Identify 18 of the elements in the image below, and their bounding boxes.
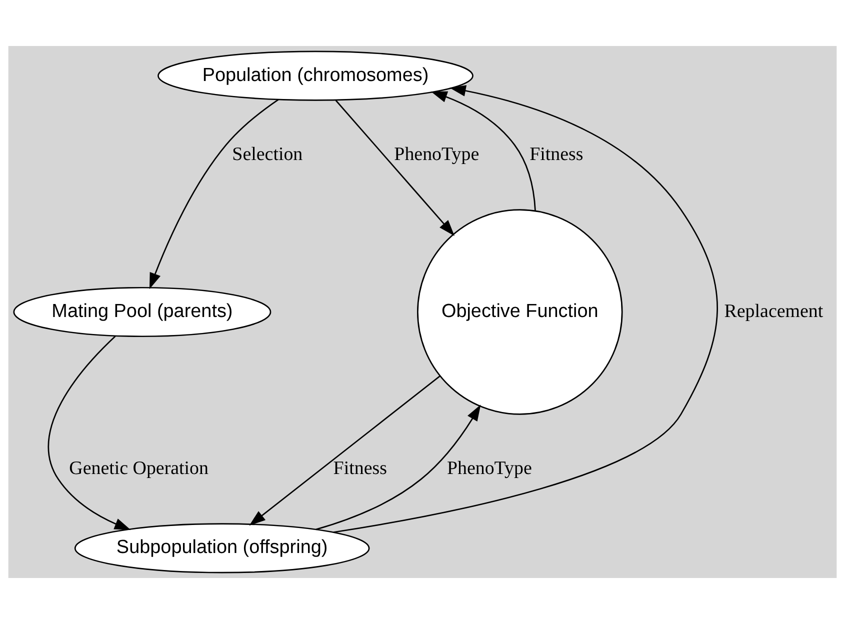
edge-label: Fitness xyxy=(530,143,584,164)
node-ellipse: Population (chromosomes) xyxy=(158,50,474,100)
node-circle: Objective Function xyxy=(417,208,623,414)
edge-label: Fitness xyxy=(333,458,387,479)
edge-label: Replacement xyxy=(724,300,824,322)
arrow xyxy=(430,90,536,210)
node-ellipse: Subpopulation (offspring) xyxy=(74,522,370,573)
edge-label: Genetic Operation xyxy=(69,458,208,479)
arrow xyxy=(335,99,455,236)
arrow xyxy=(316,404,481,530)
edge-label: Selection xyxy=(232,143,303,164)
edge-label: PhenoType xyxy=(394,143,480,164)
arrow xyxy=(48,335,131,530)
node-ellipse: Mating Pool (parents) xyxy=(13,286,272,337)
arrow xyxy=(249,374,440,526)
edge-label: PhenoType xyxy=(446,458,532,479)
arrow xyxy=(149,98,279,289)
arrow xyxy=(333,84,718,532)
